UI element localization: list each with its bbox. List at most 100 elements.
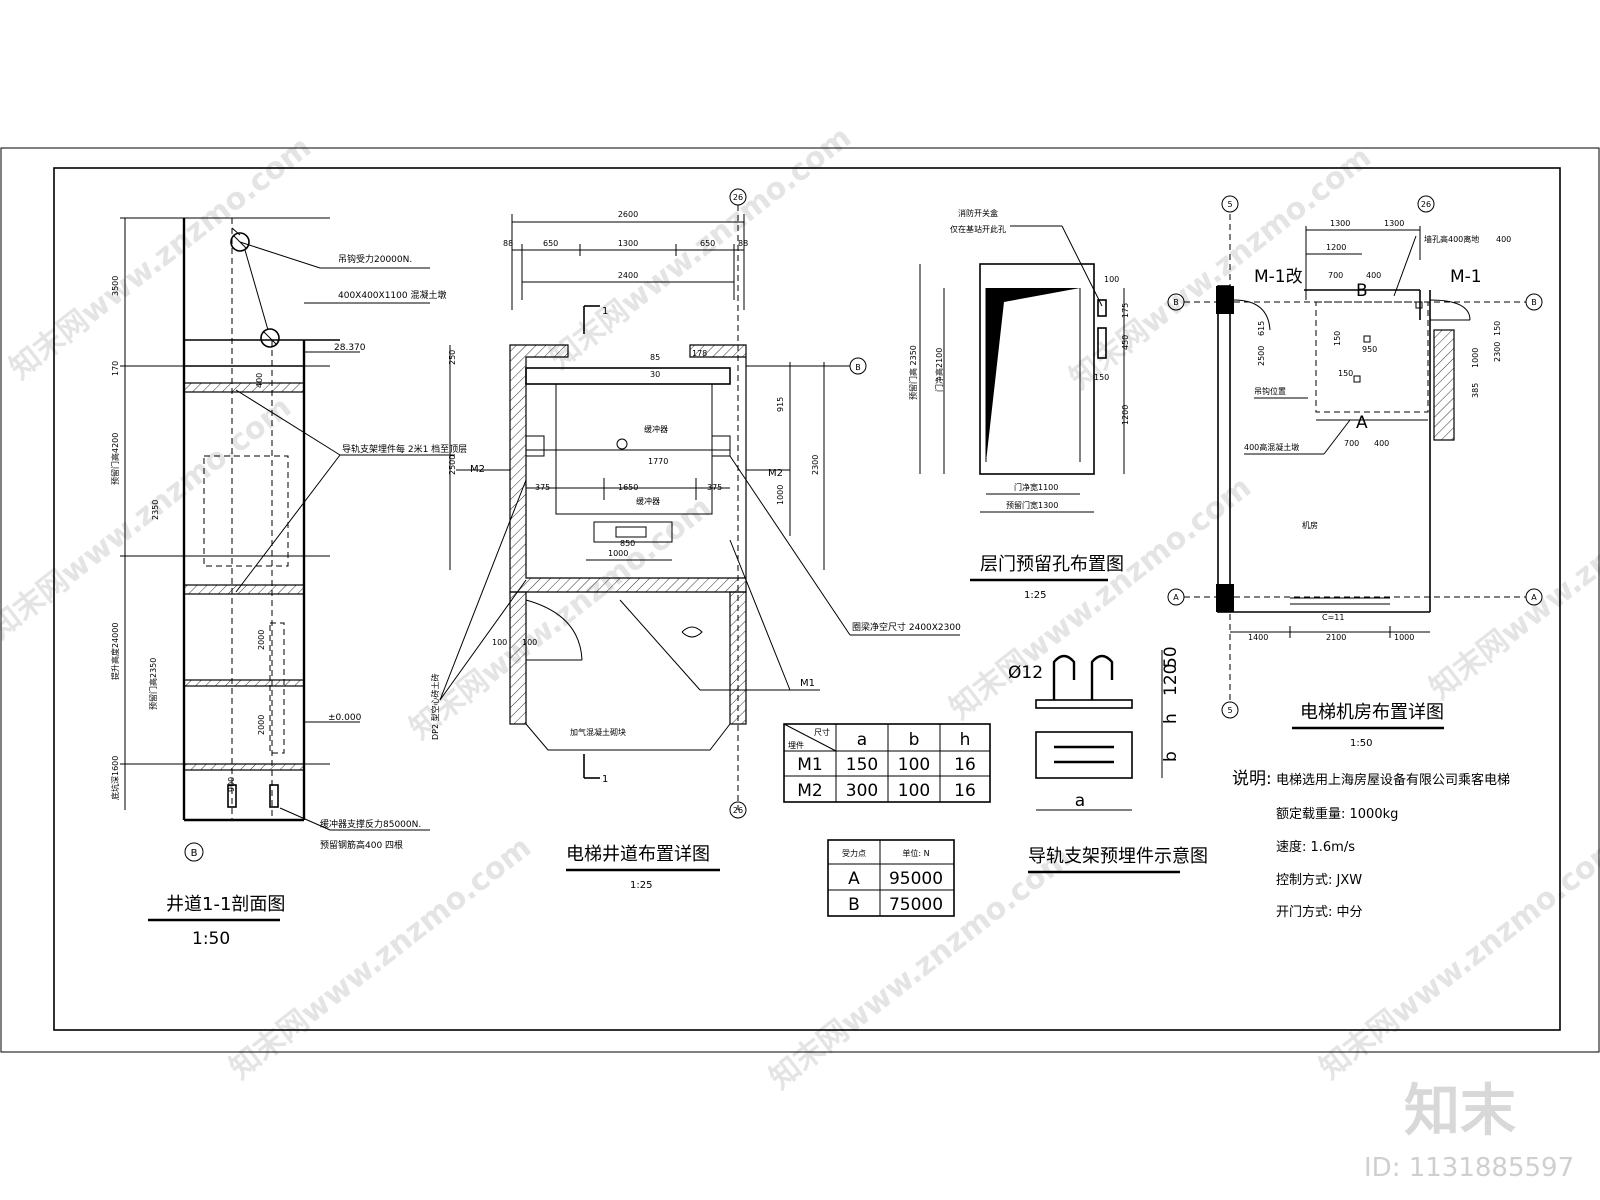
axis-b-shaft-marker bbox=[849, 357, 867, 375]
dim-door-1200: 1200 bbox=[1121, 405, 1130, 425]
watermark: 知末网www.znzmo.com bbox=[0, 390, 298, 647]
embed-m2-name: M2 bbox=[797, 781, 822, 801]
note-elevation-top: 28.370 bbox=[334, 343, 366, 353]
label-dp2: DP2 型空心砖土砖 bbox=[430, 673, 440, 740]
axis-a-mr-right: A bbox=[1531, 593, 1537, 602]
mr-dim-2300: 2300 bbox=[1493, 342, 1502, 362]
dim-door-450: 450 bbox=[1121, 335, 1130, 350]
mr-dim-400a: 400 bbox=[1366, 271, 1381, 280]
spec-line-5: 开门方式: 中分 bbox=[1276, 904, 1363, 920]
dim-100a: 100 bbox=[492, 638, 507, 647]
spec-line-1: 电梯选用上海房屋设备有限公司乘客电梯 bbox=[1276, 772, 1510, 788]
dim-door-2350: 预留门高2350 bbox=[148, 658, 158, 710]
note-elevation-zero: ±0.000 bbox=[328, 713, 362, 723]
dim-door-100: 100 bbox=[1104, 275, 1119, 284]
dim-88-right: 88 bbox=[738, 239, 748, 248]
mr-dim-700a: 700 bbox=[1328, 271, 1343, 280]
mr-label-a: A bbox=[1356, 413, 1368, 433]
logo-text: 知末 bbox=[1404, 1079, 1516, 1144]
mr-dim-1300b: 1300 bbox=[1384, 219, 1404, 228]
label-m2-right: M2 bbox=[768, 468, 783, 479]
section-mark-top: 1 bbox=[602, 306, 608, 317]
section-mark-bottom: 1 bbox=[602, 774, 608, 785]
watermark: 知末网www.znzmo.com bbox=[1313, 830, 1600, 1087]
dim-850: 850 bbox=[620, 539, 635, 548]
mr-dim-385: 385 bbox=[1471, 383, 1480, 398]
mr-label-m1g: M-1改 bbox=[1254, 267, 1303, 287]
rail-dim-50: 50 bbox=[1161, 646, 1181, 668]
mr-dim-1400: 1400 bbox=[1248, 633, 1268, 642]
note-beam: 400X400X1100 混凝土墩 bbox=[338, 289, 446, 301]
machine-scale: 1:50 bbox=[1350, 738, 1372, 749]
axis-b-label: B bbox=[191, 848, 198, 859]
mr-dim-2500: 2500 bbox=[1257, 346, 1266, 366]
embed-col-h: h bbox=[960, 730, 971, 750]
dim-2500: 2500 bbox=[448, 455, 457, 475]
force-b-value: 75000 bbox=[889, 895, 943, 915]
embed-m1-a: 150 bbox=[846, 755, 878, 775]
section-scale: 1:50 bbox=[192, 929, 230, 949]
mr-label-c: C=11 bbox=[1322, 613, 1344, 622]
door-opening-view: 消防开关盒 仅在基站开此孔 预留门高 2350 门净高2100 门净宽1100 … bbox=[908, 208, 1130, 601]
section-title: 井道1-1剖面图 bbox=[166, 894, 285, 915]
embed-m2-b: 100 bbox=[898, 781, 930, 801]
mr-dim-615: 615 bbox=[1257, 321, 1266, 336]
embed-m2-a: 300 bbox=[846, 781, 878, 801]
rail-dim-a: a bbox=[1075, 791, 1085, 811]
dim-1650: 1650 bbox=[618, 483, 638, 492]
mr-label-m1: M-1 bbox=[1450, 267, 1482, 287]
dim-2000a: 2000 bbox=[257, 630, 266, 650]
mr-dim-1200: 1200 bbox=[1326, 243, 1346, 252]
shaft-scale: 1:25 bbox=[630, 880, 652, 891]
rail-embed-title: 导轨支架预埋件示意图 bbox=[1028, 846, 1208, 867]
mr-dim-1000b: 1000 bbox=[1394, 633, 1414, 642]
mr-label-hook: 吊钩位置 bbox=[1254, 386, 1286, 396]
embed-col-a: a bbox=[857, 730, 867, 750]
embed-header-row: 埋件 bbox=[788, 740, 804, 750]
note-rebar: 预留钢筋高400 四根 bbox=[320, 839, 403, 851]
dim-pit: 底坑深1600 bbox=[110, 756, 120, 800]
dim-travel: 提升高度24000 bbox=[110, 623, 120, 680]
rail-dim-b: b bbox=[1161, 751, 1181, 762]
label-m1: M1 bbox=[800, 678, 815, 689]
dim-3500: 3500 bbox=[111, 276, 120, 296]
mr-dim-400b: 400 bbox=[1374, 439, 1389, 448]
mr-label-pier: 400高混凝土墩 bbox=[1244, 442, 1299, 452]
force-a-value: 95000 bbox=[889, 869, 943, 889]
dim-375-left: 375 bbox=[535, 483, 550, 492]
axis-a-mr-left: A bbox=[1173, 593, 1179, 602]
embed-m1-name: M1 bbox=[797, 755, 822, 775]
dim-900: 900 bbox=[227, 777, 236, 792]
outer-frame bbox=[0, 147, 1600, 1053]
dim-door-clear-w: 门净宽1100 bbox=[1014, 482, 1058, 492]
inner-frame bbox=[53, 167, 1561, 1031]
dim-178: 178 bbox=[692, 349, 707, 358]
rail-dia: Ø12 bbox=[1008, 663, 1043, 683]
mr-dim-150b: 150 bbox=[1338, 369, 1353, 378]
watermark: 知末网www.znzmo.com bbox=[403, 490, 718, 747]
rail-dim-120: 120 bbox=[1161, 664, 1181, 696]
axis-b-marker bbox=[184, 842, 204, 862]
mr-dim-1000: 1000 bbox=[1471, 348, 1480, 368]
dim-2350: 2350 bbox=[151, 500, 160, 520]
mr-dim-700b: 700 bbox=[1344, 439, 1359, 448]
mr-dim-2100: 2100 bbox=[1326, 633, 1346, 642]
label-m2-left: M2 bbox=[470, 464, 485, 475]
embed-col-b: b bbox=[909, 730, 920, 750]
mr-dim-1300a: 1300 bbox=[1330, 219, 1350, 228]
spec-line-4: 控制方式: JXW bbox=[1276, 872, 1362, 888]
dim-400: 400 bbox=[255, 373, 264, 388]
dim-door-clear-h: 门净高2100 bbox=[934, 348, 944, 392]
mr-dim-150a: 150 bbox=[1333, 331, 1342, 346]
dim-door-175: 175 bbox=[1121, 303, 1130, 318]
axis-5-marker bbox=[1221, 195, 1239, 213]
axis-5-label: 5 bbox=[1227, 200, 1232, 209]
embed-table: 尺寸 埋件 a b h M1 150 100 16 M2 300 100 16 bbox=[783, 723, 991, 803]
mr-label-b: B bbox=[1356, 281, 1368, 301]
mr-dim-950: 950 bbox=[1362, 345, 1377, 354]
door-title: 层门预留孔布置图 bbox=[980, 554, 1124, 575]
dim-170: 170 bbox=[111, 361, 120, 376]
logo-id: ID: 1131885597 bbox=[1364, 1153, 1574, 1183]
force-table: 受力点 单位: N A 95000 B 75000 bbox=[827, 839, 955, 917]
dim-650-left: 650 bbox=[543, 239, 558, 248]
